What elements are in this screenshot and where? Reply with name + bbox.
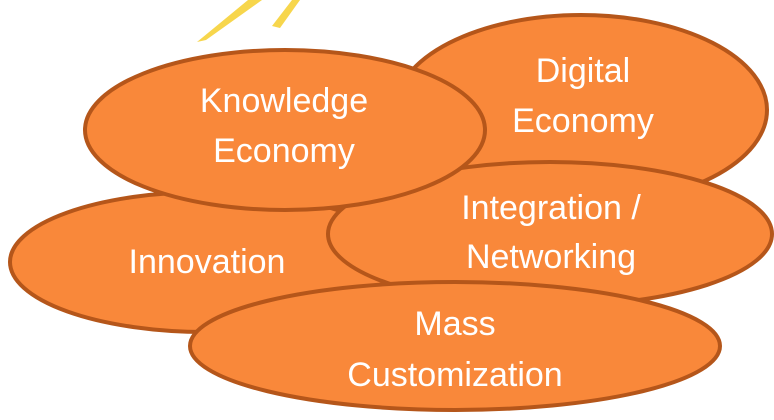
integration-label-line2: Networking xyxy=(466,238,636,276)
integration-label-line1: Integration / xyxy=(461,189,641,227)
digital-label-line2: Economy xyxy=(512,102,654,140)
mass-label-line2: Customization xyxy=(347,356,562,394)
ellipse-mass-customization: Mass Customization xyxy=(188,280,722,412)
digital-label-line1: Digital xyxy=(536,52,630,90)
innovation-label: Innovation xyxy=(129,243,286,281)
burst-line-right xyxy=(272,0,300,28)
ellipse-digital-economy: Digital Economy xyxy=(393,13,769,207)
knowledge-label-line2: Economy xyxy=(213,132,355,170)
burst-line-left xyxy=(197,0,262,42)
ellipse-knowledge-economy: Knowledge Economy xyxy=(83,48,487,212)
ellipse-integration-networking: Integration / Networking xyxy=(326,160,774,308)
knowledge-label-line1: Knowledge xyxy=(200,82,368,120)
mass-label-line1: Mass xyxy=(414,305,495,343)
burst-lines xyxy=(197,0,300,42)
